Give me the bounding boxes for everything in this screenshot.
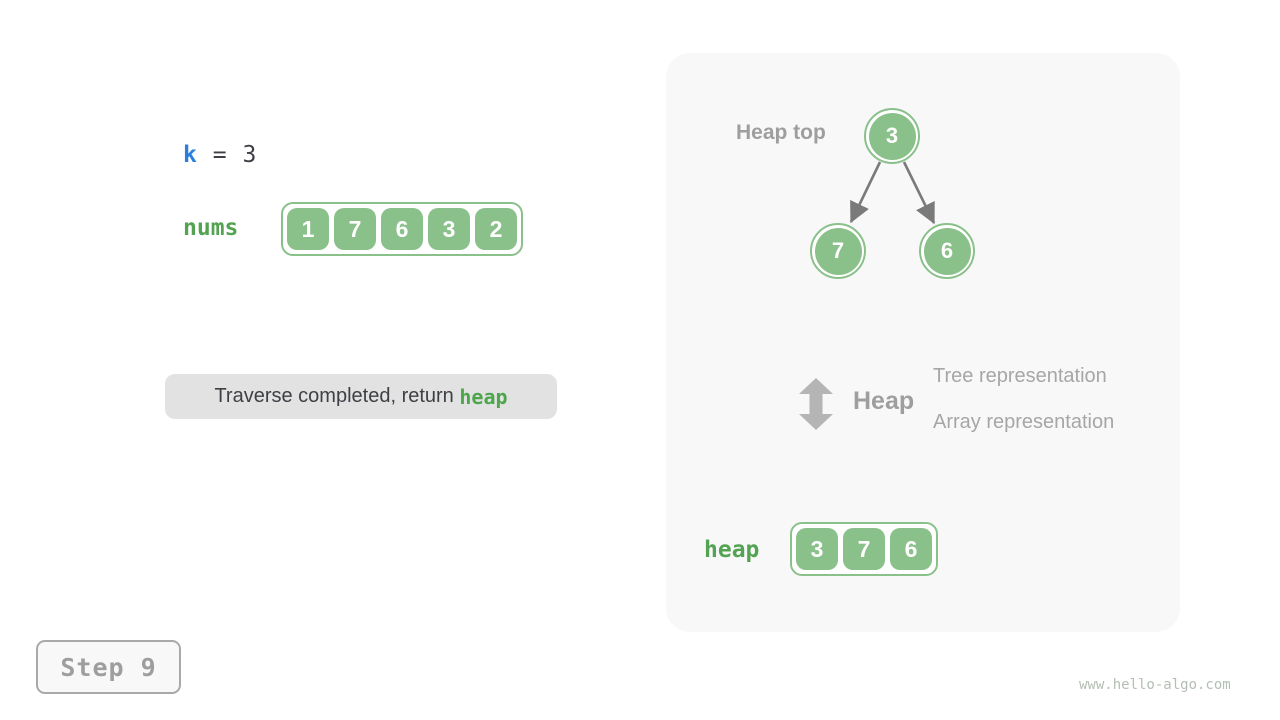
nums-array-cell: 6	[381, 208, 423, 250]
tree-node-value: 3	[868, 112, 916, 160]
nums-array-cell: 7	[334, 208, 376, 250]
heap-panel: Heap top 3 7 6 Heap Tree representation	[666, 53, 1180, 632]
heap-array-cell: 7	[843, 528, 885, 570]
tree-node-left: 7	[810, 223, 866, 279]
heap-array-cell: 6	[890, 528, 932, 570]
heap-top-label: Heap top	[736, 121, 826, 144]
step-indicator: Step 9	[36, 640, 181, 694]
equals-sign: =	[212, 142, 228, 168]
variable-k-line: k = 3	[183, 142, 257, 168]
watermark: www.hello-algo.com	[1079, 677, 1231, 693]
status-text: Traverse completed, return	[214, 385, 460, 407]
up-down-arrow-icon	[799, 378, 833, 430]
nums-array-cell: 2	[475, 208, 517, 250]
tree-representation-label: Tree representation	[933, 365, 1107, 387]
status-message: Traverse completed, return heap	[165, 374, 557, 419]
legend-heap-title: Heap	[853, 387, 915, 415]
nums-array-cell: 1	[287, 208, 329, 250]
tree-node-value: 7	[814, 227, 862, 275]
status-highlight: heap	[459, 384, 508, 409]
variable-k-value: 3	[242, 142, 258, 168]
tree-node-root: 3	[864, 108, 920, 164]
nums-label: nums	[183, 215, 239, 241]
heap-array: 3 7 6	[790, 522, 938, 576]
heap-array-label: heap	[704, 537, 760, 563]
heap-array-cell: 3	[796, 528, 838, 570]
tree-node-right: 6	[919, 223, 975, 279]
nums-array: 1 7 6 3 2	[281, 202, 523, 256]
variable-k-name: k	[183, 142, 198, 168]
nums-array-cell: 3	[428, 208, 470, 250]
array-representation-label: Array representation	[933, 411, 1115, 433]
tree-node-value: 6	[923, 227, 971, 275]
